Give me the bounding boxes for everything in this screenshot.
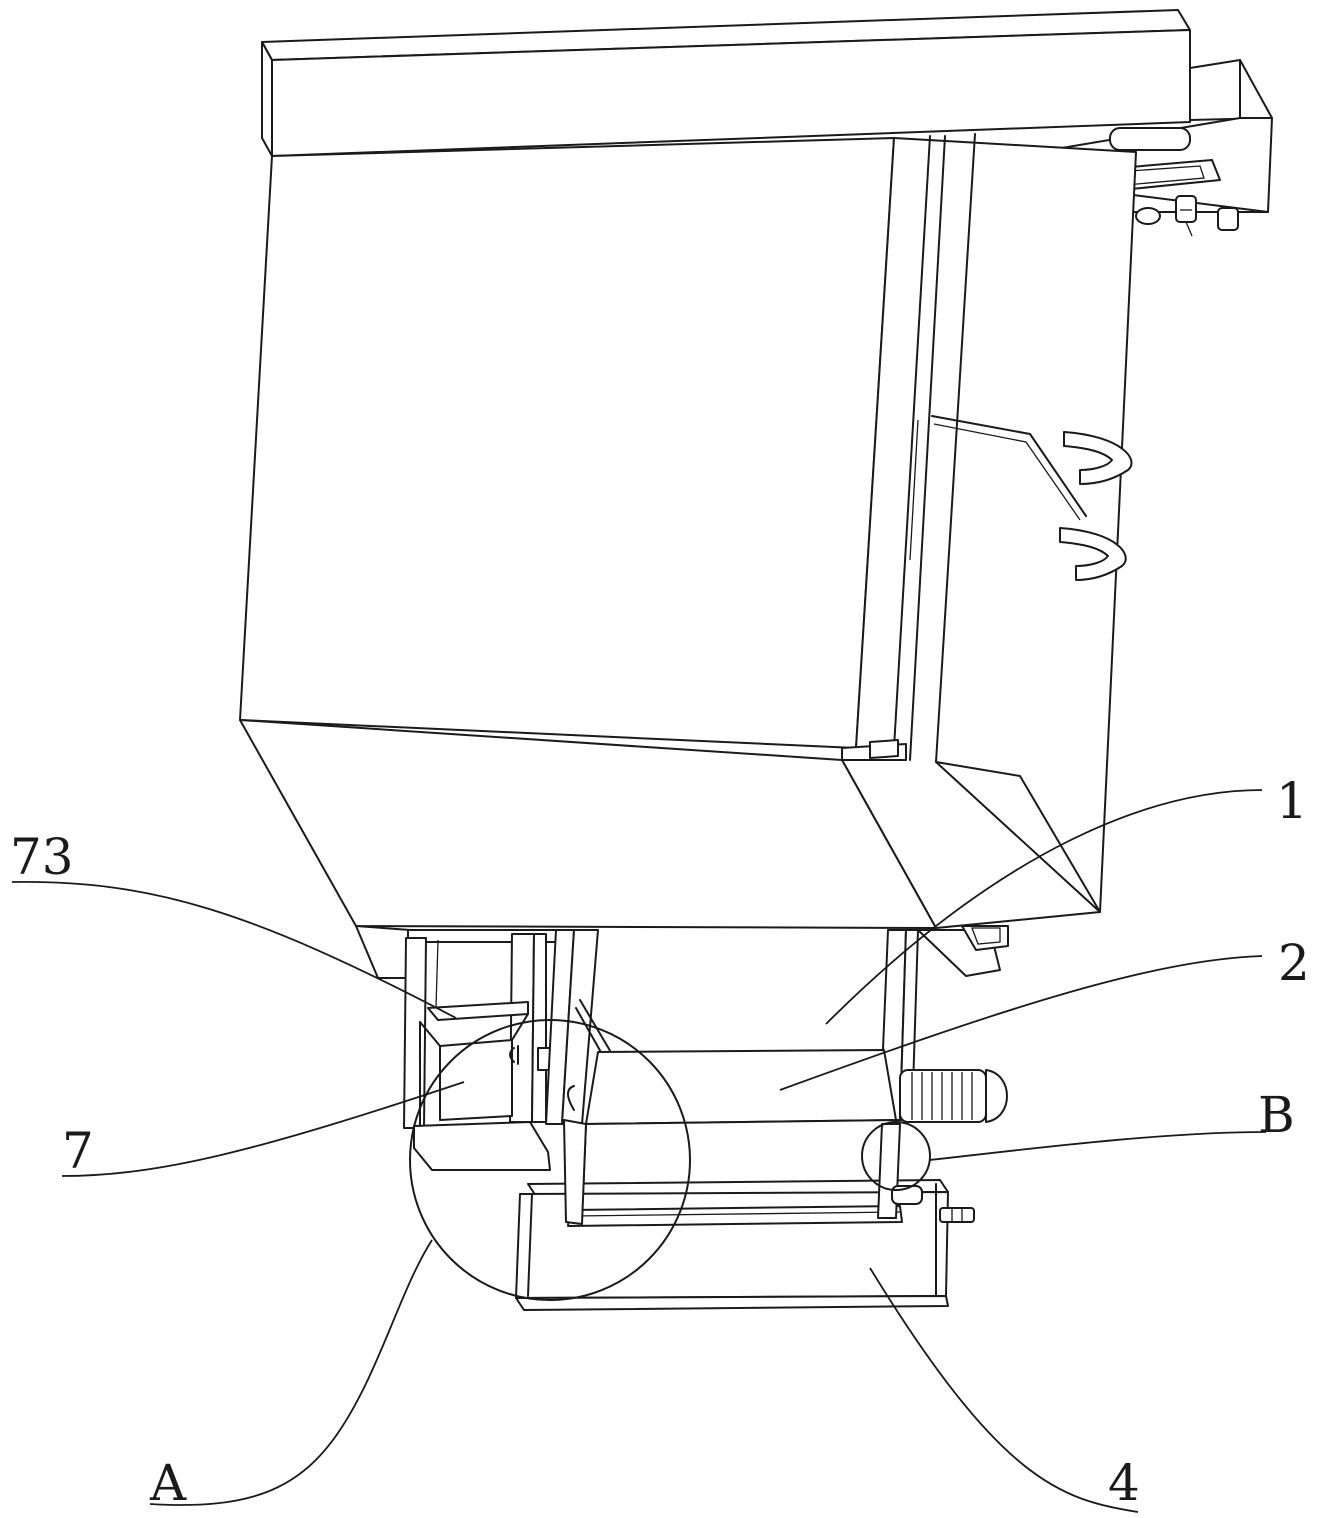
label-7: 7 xyxy=(62,1122,94,1180)
reference-labels: 1 2 B 4 A 7 73 xyxy=(10,772,1310,1512)
handle-upper xyxy=(1063,431,1133,485)
top-beam xyxy=(261,9,1191,157)
left-frame xyxy=(403,933,551,1171)
leader-73 xyxy=(11,881,457,1019)
leader-4 xyxy=(869,1267,1139,1513)
label-73: 73 xyxy=(10,828,74,886)
component-7-block xyxy=(413,1013,551,1171)
handle-lower xyxy=(1059,527,1127,581)
leader-lines xyxy=(11,789,1267,1513)
leader-a xyxy=(149,1239,433,1506)
label-1: 1 xyxy=(1276,772,1308,830)
motor xyxy=(899,1069,1008,1123)
label-b: B xyxy=(1258,1086,1295,1144)
main-housing xyxy=(239,133,1137,929)
detail-circle-b xyxy=(861,1121,931,1191)
detail-circle-a xyxy=(409,1019,691,1301)
label-2: 2 xyxy=(1278,934,1310,992)
label-a: A xyxy=(149,1454,187,1512)
leader-1 xyxy=(825,789,1263,1025)
lower-tray xyxy=(515,1119,975,1311)
label-4: 4 xyxy=(1108,1454,1140,1512)
leader-7 xyxy=(61,1081,465,1177)
leader-2 xyxy=(779,955,1263,1091)
vertical-rail xyxy=(893,133,976,763)
center-frame xyxy=(545,929,919,1221)
leader-b xyxy=(929,1131,1267,1161)
